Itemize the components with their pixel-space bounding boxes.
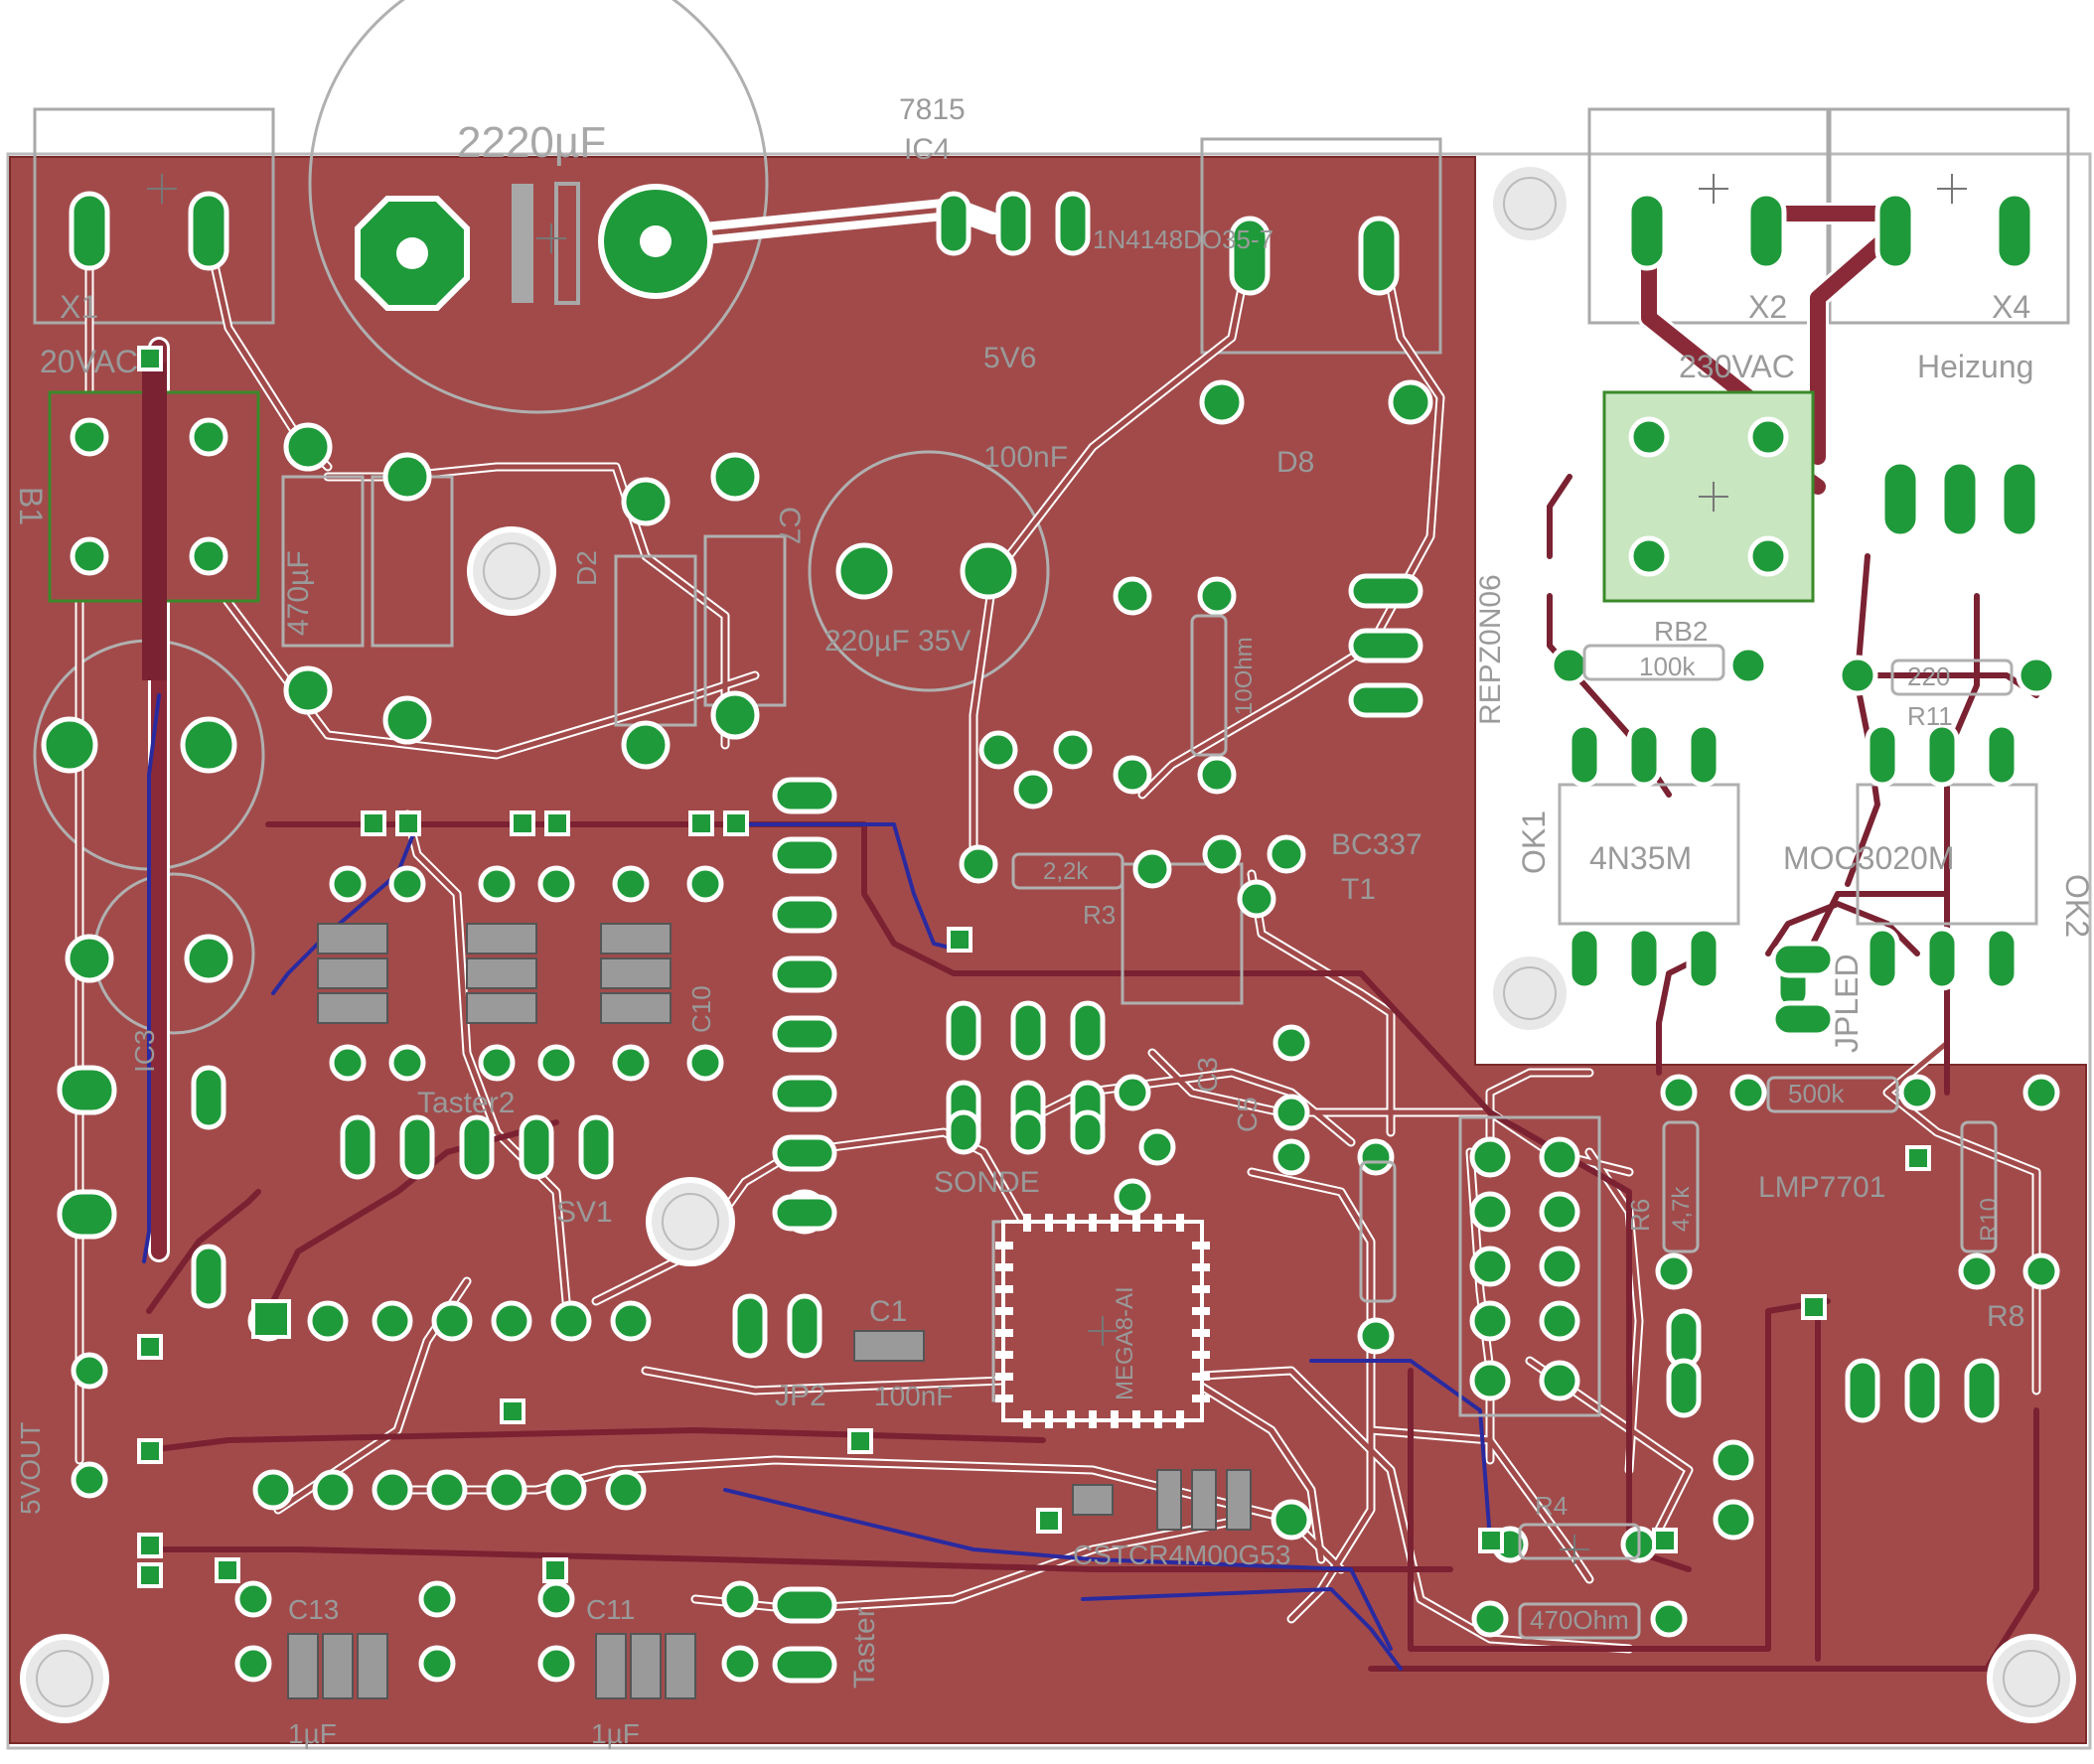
label-ohm: 470Ohm [1530, 1605, 1629, 1635]
label-c-100nf2: 100nF [874, 1381, 953, 1411]
label-taster: Taster [848, 1607, 881, 1689]
resistor-outlines [1011, 614, 2014, 1640]
label-c13: C13 [288, 1594, 339, 1625]
label-t1: T1 [1341, 873, 1376, 906]
label-elko-220: 220µF 35V [824, 625, 971, 658]
label-r-100k: 100k [1639, 652, 1696, 681]
mounting-holes [20, 161, 2076, 1723]
label-lmp: LMP7701 [1758, 1171, 1885, 1204]
label-b1: B1 [13, 487, 49, 525]
pads-header-horizontal [772, 777, 1836, 1684]
label-d2: D2 [571, 550, 602, 586]
elko-big-outline [308, 0, 769, 414]
label-jp2: JP2 [775, 1380, 826, 1412]
label-r-4k: 4,7k [1668, 1186, 1695, 1232]
label-ok1-part: 4N35M [1589, 840, 1692, 876]
label-ok2-part: MOC3020M [1783, 840, 1955, 876]
label-relay: REPZ0N06 [1474, 574, 1507, 725]
label-diode-1n4148: 1N4148DO35-7 [1093, 224, 1273, 254]
mounting-hole-1 [467, 526, 556, 616]
label-r-220: 220 [1907, 662, 1950, 691]
label-c7: C7 [773, 507, 806, 544]
label-uf-1: 1µF [288, 1718, 337, 1749]
mounting-hole-2 [646, 1177, 735, 1266]
smd-caps [287, 923, 1252, 1699]
pads-square [137, 346, 1931, 1588]
label-zener: 5V6 [983, 342, 1036, 374]
label-taster2: Taster2 [417, 1087, 515, 1119]
label-r-2k2: 2,2k [1043, 858, 1089, 885]
label-r3: R3 [1083, 900, 1116, 930]
label-heizung: Heizung [1917, 349, 2033, 384]
label-c5: C5 [1232, 1097, 1263, 1132]
elko-220-outline [808, 450, 1050, 692]
label-ac: 230VAC [1679, 349, 1795, 384]
label-diode-d8: D8 [1276, 446, 1314, 479]
label-c10: C10 [686, 985, 716, 1033]
terminal-x1-outline [33, 107, 275, 325]
silk-labels: 2220µF 7815 IC4 1N4148DO35-7 5V6 100nF 2… [13, 93, 2094, 1749]
b1-trace [142, 363, 167, 680]
label-elko-470: 470µF [282, 550, 315, 636]
label-x2: X2 [1748, 289, 1787, 325]
mounting-hole-3 [20, 1634, 109, 1723]
label-jpled: JPLED [1829, 954, 1865, 1053]
label-mcu: MEGA8-AI [1112, 1286, 1138, 1400]
label-sonde: SONDE [934, 1166, 1040, 1199]
label-regulator-ref: IC4 [904, 133, 951, 166]
label-uf-2: 1µF [591, 1718, 640, 1749]
mounting-hole-5 [1487, 161, 1572, 246]
label-x1: X1 [60, 289, 98, 325]
label-x4: X4 [1992, 289, 2030, 325]
label-vac: 20VAC [40, 344, 138, 379]
label-r10: R10 [1976, 1198, 2003, 1242]
mounting-hole-6 [1487, 951, 1572, 1036]
label-elko-big: 2220µF [457, 118, 606, 167]
label-r6: R6 [1625, 1199, 1655, 1232]
label-r8: R8 [1987, 1300, 2024, 1333]
label-r4: R4 [1535, 1491, 1568, 1521]
label-regulator: 7815 [899, 93, 966, 126]
label-sv1: SV1 [556, 1196, 613, 1229]
component-crosshairs [147, 174, 1967, 1564]
mcu-ic [995, 1214, 1210, 1428]
label-c1: C1 [869, 1295, 907, 1328]
label-ohm10: 10Ohm [1231, 637, 1258, 715]
label-bc337: BC337 [1331, 828, 1422, 861]
label-r-500k: 500k [1788, 1079, 1845, 1108]
label-rb2: RB2 [1654, 616, 1708, 647]
label-r11: R11 [1907, 701, 1953, 731]
label-ok2: OK2 [2059, 874, 2094, 938]
mounting-hole-4 [1987, 1634, 2076, 1723]
label-c11: C11 [586, 1594, 635, 1625]
label-c3: C3 [1192, 1057, 1223, 1093]
label-ic3: IC3 [129, 1029, 160, 1073]
terminal-x3-outline [1200, 137, 1442, 355]
label-out5v: 5VOUT [15, 1422, 46, 1515]
label-crystal: CSTCR4M00G53 [1073, 1540, 1290, 1570]
label-c-100n: 100nF [983, 441, 1068, 474]
elko-big-pads [355, 182, 713, 311]
label-ok1: OK1 [1516, 810, 1552, 874]
